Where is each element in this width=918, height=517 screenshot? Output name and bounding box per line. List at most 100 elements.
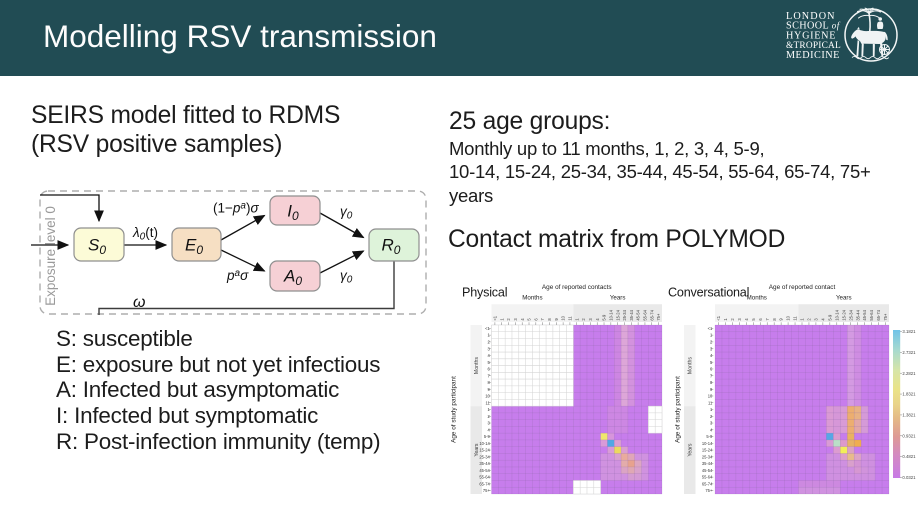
svg-text:10: 10 xyxy=(786,315,791,320)
svg-text:Age of reported contacts: Age of reported contacts xyxy=(542,284,612,291)
svg-text:65-74: 65-74 xyxy=(702,481,713,486)
svg-text:HYGIENE: HYGIENE xyxy=(786,30,836,41)
svg-text:75+: 75+ xyxy=(883,313,888,321)
svg-text:2.2821: 2.2821 xyxy=(902,371,916,376)
svg-text:(1−pa)σ: (1−pa)σ xyxy=(213,201,259,216)
svg-text:9: 9 xyxy=(779,318,784,321)
svg-text:65-74: 65-74 xyxy=(876,309,881,320)
svg-text:<1: <1 xyxy=(708,326,713,331)
svg-text:25-34: 25-34 xyxy=(479,454,490,459)
svg-text:8: 8 xyxy=(772,318,777,321)
svg-text:<1: <1 xyxy=(716,315,721,320)
svg-text:6: 6 xyxy=(533,318,538,321)
svg-text:SCHOOL of: SCHOOL of xyxy=(786,21,841,32)
svg-text:Months: Months xyxy=(688,357,694,374)
svg-text:λ0(t): λ0(t) xyxy=(132,225,158,243)
svg-text:55-64: 55-64 xyxy=(702,475,713,480)
svg-text:2: 2 xyxy=(506,318,511,321)
svg-text:25-34: 25-34 xyxy=(702,454,713,459)
svg-text:10-14: 10-14 xyxy=(702,441,713,446)
svg-text:45-54: 45-54 xyxy=(636,309,641,320)
svg-text:Months: Months xyxy=(474,357,480,374)
svg-text:9: 9 xyxy=(554,318,559,321)
svg-text:Years: Years xyxy=(836,294,852,301)
svg-text:Physical: Physical xyxy=(462,286,507,300)
svg-text:&TROPICAL: &TROPICAL xyxy=(786,41,841,51)
svg-text:10-14: 10-14 xyxy=(834,309,839,320)
svg-text:LONDON: LONDON xyxy=(786,11,836,22)
svg-text:5-9: 5-9 xyxy=(602,314,607,321)
svg-text:1: 1 xyxy=(800,318,805,321)
svg-text:65-74: 65-74 xyxy=(479,481,490,486)
svg-text:5: 5 xyxy=(527,318,532,321)
svg-text:Conversational: Conversational xyxy=(668,286,749,300)
svg-text:3: 3 xyxy=(814,318,819,321)
svg-text:35-44: 35-44 xyxy=(702,461,713,466)
svg-text:Years: Years xyxy=(688,443,694,456)
svg-text:7: 7 xyxy=(540,318,545,321)
svg-text:8: 8 xyxy=(547,318,552,321)
svg-text:11: 11 xyxy=(708,400,713,405)
svg-text:15-24: 15-24 xyxy=(479,448,490,453)
svg-text:10-14: 10-14 xyxy=(608,309,613,320)
svg-text:<1: <1 xyxy=(485,326,490,331)
svg-text:3: 3 xyxy=(588,318,593,321)
svg-text:5-9: 5-9 xyxy=(827,314,832,321)
svg-text:ω: ω xyxy=(133,294,145,311)
svg-text:5: 5 xyxy=(751,318,756,321)
svg-text:75+: 75+ xyxy=(705,488,713,493)
svg-text:paσ: paσ xyxy=(226,268,249,283)
svg-text:4: 4 xyxy=(820,318,825,321)
svg-text:6: 6 xyxy=(758,318,763,321)
svg-text:55-64: 55-64 xyxy=(643,309,648,320)
svg-text:55-64: 55-64 xyxy=(479,475,490,480)
svg-text:Exposure level 0: Exposure level 0 xyxy=(43,206,58,306)
svg-text:25-34: 25-34 xyxy=(622,309,627,320)
svg-text:3: 3 xyxy=(737,318,742,321)
svg-text:Age of reported contact: Age of reported contact xyxy=(769,284,836,291)
svg-text:Years: Years xyxy=(474,443,480,456)
svg-text:<1: <1 xyxy=(493,315,498,320)
svg-text:I0: I0 xyxy=(287,202,299,224)
svg-text:Age of study participant: Age of study participant xyxy=(451,376,458,443)
svg-text:0.9321: 0.9321 xyxy=(902,433,916,438)
svg-text:35-44: 35-44 xyxy=(629,309,634,320)
svg-text:55-64: 55-64 xyxy=(869,309,874,320)
svg-text:MEDICINE: MEDICINE xyxy=(786,50,840,61)
svg-text:2: 2 xyxy=(581,318,586,321)
svg-text:10: 10 xyxy=(708,394,713,399)
svg-text:35-44: 35-44 xyxy=(855,309,860,320)
svg-text:2: 2 xyxy=(807,318,812,321)
svg-text:3.1821: 3.1821 xyxy=(902,329,916,334)
svg-text:15-24: 15-24 xyxy=(615,309,620,320)
svg-text:15-24: 15-24 xyxy=(841,309,846,320)
svg-text:Months: Months xyxy=(747,294,767,301)
svg-text:7: 7 xyxy=(765,318,770,321)
svg-text:1.3821: 1.3821 xyxy=(902,413,916,418)
svg-text:2.7321: 2.7321 xyxy=(902,350,916,355)
svg-text:5-9: 5-9 xyxy=(484,434,491,439)
svg-text:11: 11 xyxy=(793,316,798,321)
svg-text:3: 3 xyxy=(513,318,518,321)
svg-text:4: 4 xyxy=(595,318,600,321)
svg-text:1: 1 xyxy=(499,318,504,321)
svg-text:35-44: 35-44 xyxy=(479,461,490,466)
svg-text:25-34: 25-34 xyxy=(848,309,853,320)
svg-text:75+: 75+ xyxy=(656,313,661,321)
svg-text:0.4821: 0.4821 xyxy=(902,454,916,459)
svg-text:1: 1 xyxy=(574,318,579,321)
svg-text:Years: Years xyxy=(610,294,626,301)
svg-text:5-9: 5-9 xyxy=(706,434,713,439)
svg-text:45-54: 45-54 xyxy=(862,309,867,320)
svg-text:2: 2 xyxy=(730,318,735,321)
svg-text:0.0321: 0.0321 xyxy=(902,475,916,480)
svg-text:4: 4 xyxy=(744,318,749,321)
svg-text:45-54: 45-54 xyxy=(479,468,490,473)
svg-text:11: 11 xyxy=(568,316,573,321)
svg-text:75+: 75+ xyxy=(483,488,491,493)
svg-text:11: 11 xyxy=(486,400,491,405)
svg-text:45-54: 45-54 xyxy=(702,468,713,473)
svg-text:65-74: 65-74 xyxy=(649,309,654,320)
svg-text:Months: Months xyxy=(522,294,542,301)
svg-text:4: 4 xyxy=(520,318,525,321)
